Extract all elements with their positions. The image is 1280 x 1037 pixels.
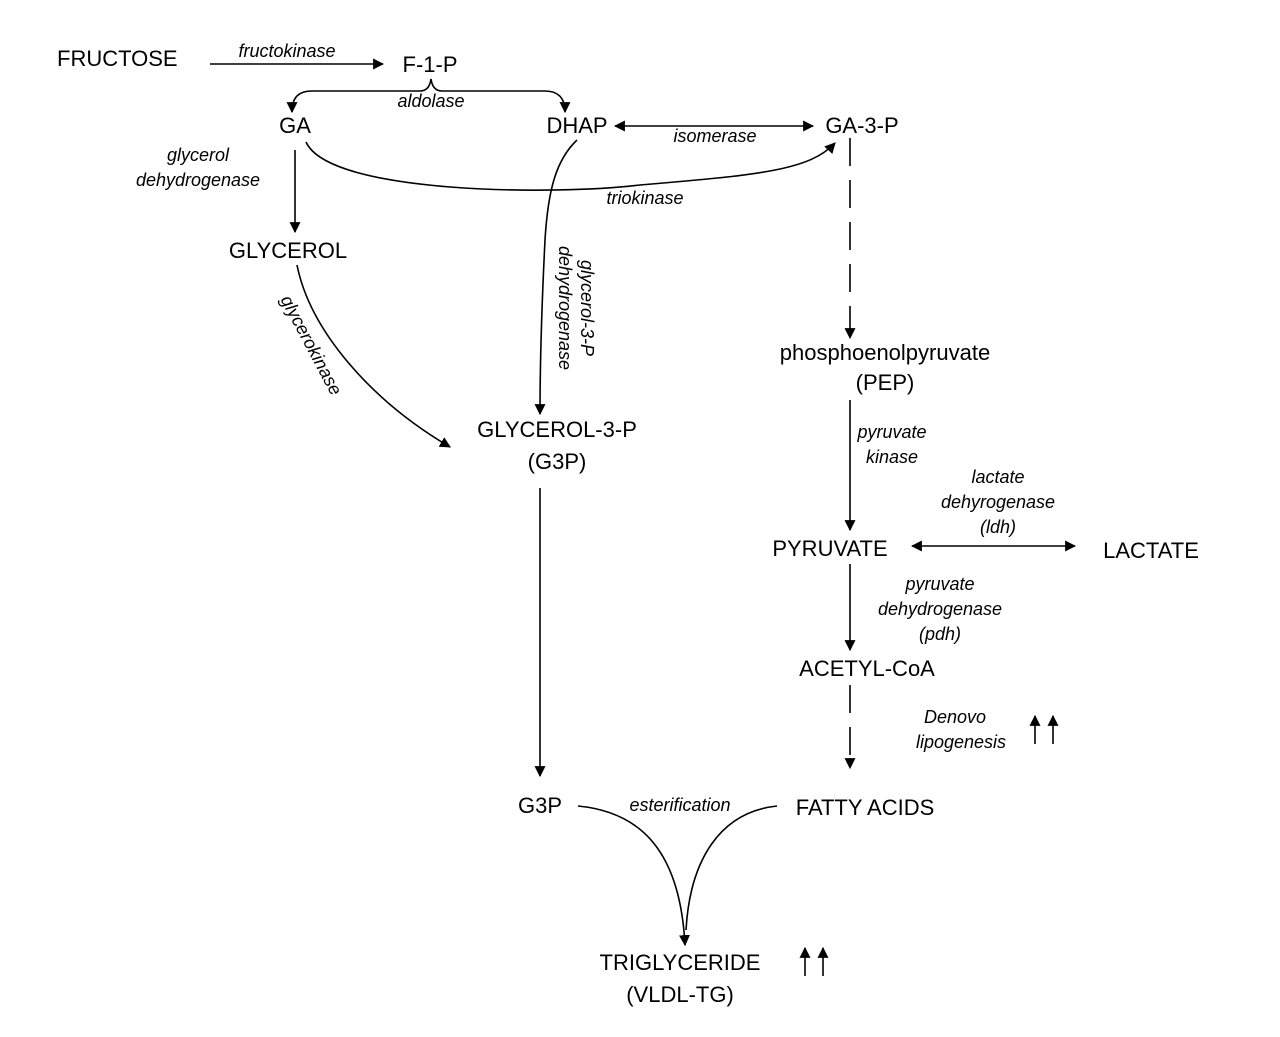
- node-triglyceride: TRIGLYCERIDE (VLDL-TG): [600, 950, 761, 1007]
- node-f1p: F-1-P: [403, 52, 458, 77]
- enzyme-aldolase: aldolase: [397, 91, 464, 111]
- denovo-up-arrows-icon: [1029, 714, 1059, 744]
- node-pyruvate: PYRUVATE: [772, 536, 887, 561]
- enzyme-glycerol-dehydrogenase: glycerol dehydrogenase: [136, 145, 260, 190]
- label-denovo-lipogenesis: Denovo lipogenesis: [916, 707, 1006, 752]
- svg-text:(PEP): (PEP): [856, 370, 915, 395]
- enzyme-pyruvate-dehydrogenase: pyruvate dehydrogenase (pdh): [878, 574, 1002, 644]
- svg-text:glycerol: glycerol: [167, 145, 230, 165]
- edge-aldolase-bracket: [286, 78, 571, 114]
- svg-text:pyruvate: pyruvate: [904, 574, 974, 594]
- svg-text:(pdh): (pdh): [919, 624, 961, 644]
- svg-text:dehydrogenase: dehydrogenase: [136, 170, 260, 190]
- svg-text:GLYCEROL-3-P: GLYCEROL-3-P: [477, 417, 637, 442]
- triglyceride-up-arrows-icon: [799, 946, 829, 976]
- svg-text:dehydrogenase: dehydrogenase: [878, 599, 1002, 619]
- node-fructose: FRUCTOSE: [57, 46, 178, 71]
- node-g3p: G3P: [518, 793, 562, 818]
- edge-fattyacids-to-triglyceride: [685, 805, 778, 931]
- nodes: FRUCTOSE F-1-P GA DHAP GA-3-P GLYCEROL G…: [57, 46, 1199, 1007]
- svg-text:Denovo: Denovo: [924, 707, 986, 727]
- svg-text:(G3P): (G3P): [528, 449, 587, 474]
- edge-g3p-to-triglyceride: [577, 805, 690, 947]
- enzyme-isomerase: isomerase: [673, 126, 756, 146]
- svg-text:kinase: kinase: [866, 447, 918, 467]
- svg-text:(VLDL-TG): (VLDL-TG): [626, 982, 734, 1007]
- node-ga: GA: [279, 113, 311, 138]
- node-dhap: DHAP: [546, 113, 607, 138]
- enzyme-triokinase: triokinase: [606, 188, 683, 208]
- node-glycerol-3-p: GLYCEROL-3-P (G3P): [477, 417, 637, 474]
- enzyme-pyruvate-kinase: pyruvate kinase: [856, 422, 926, 467]
- enzyme-fructokinase: fructokinase: [238, 41, 335, 61]
- node-pep: phosphoenolpyruvate (PEP): [780, 340, 990, 395]
- node-glycerol: GLYCEROL: [229, 238, 347, 263]
- node-acetylcoa: ACETYL-CoA: [799, 656, 935, 681]
- svg-text:lipogenesis: lipogenesis: [916, 732, 1006, 752]
- node-ga3p: GA-3-P: [825, 113, 898, 138]
- svg-text:phosphoenolpyruvate: phosphoenolpyruvate: [780, 340, 990, 365]
- edge-ga-to-ga3p-triokinase: [305, 141, 836, 191]
- svg-text:lactate: lactate: [971, 467, 1024, 487]
- svg-text:dehydrogenase: dehydrogenase: [555, 246, 575, 370]
- svg-text:dehyrogenase: dehyrogenase: [941, 492, 1055, 512]
- enzyme-glycerol-3-p-dehydrogenase: glycerol-3-P dehydrogenase: [555, 246, 597, 370]
- enzyme-lactate-dehydrogenase: lactate dehyrogenase (ldh): [941, 467, 1055, 537]
- node-lactate: LACTATE: [1103, 538, 1199, 563]
- node-fatty-acids: FATTY ACIDS: [796, 795, 935, 820]
- svg-text:pyruvate: pyruvate: [856, 422, 926, 442]
- svg-text:(ldh): (ldh): [980, 517, 1016, 537]
- enzyme-esterification: esterification: [629, 795, 730, 815]
- edge-glycerol-to-glycerol3p: [296, 264, 451, 448]
- edges: [210, 58, 1077, 976]
- svg-text:glycerol-3-P: glycerol-3-P: [577, 260, 597, 356]
- edge-dhap-to-glycerol3p: [534, 139, 578, 416]
- svg-text:TRIGLYCERIDE: TRIGLYCERIDE: [600, 950, 761, 975]
